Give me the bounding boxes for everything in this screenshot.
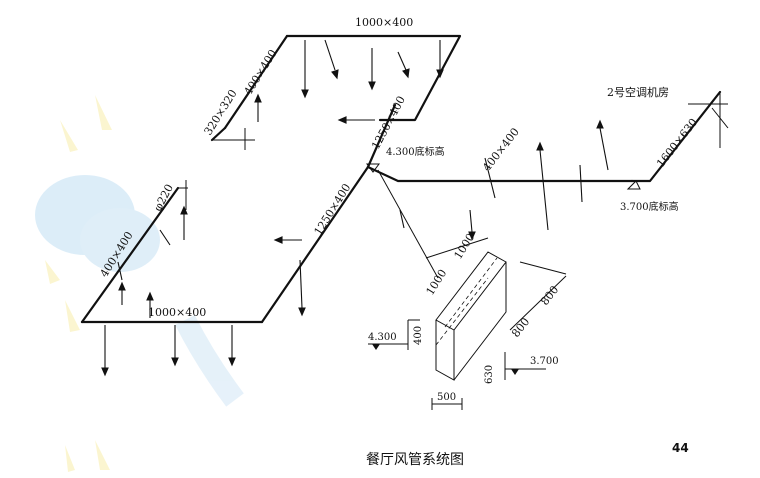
top-left-riser-duct [223, 34, 289, 130]
center-branch-duct [260, 165, 370, 324]
riser-right-size: 1600×630 [654, 116, 700, 170]
diagram-caption: 餐厅风管系统图 [366, 452, 464, 468]
duct-section-detail [366, 163, 641, 410]
detail-width: 500 [437, 392, 456, 403]
main-right-duct [366, 165, 634, 183]
riser-right-duct [630, 90, 722, 183]
top-branch-duct [366, 103, 397, 169]
detail-height-left: 400 [413, 326, 424, 345]
duct-network [80, 34, 729, 324]
detail-elevation-left: 4.300 [368, 332, 397, 343]
top-main-size: 1000×400 [355, 16, 413, 29]
top-left-riser-size: 400×400 [242, 47, 280, 97]
main-right-size: 400×400 [480, 125, 522, 173]
center-branch-size: 1250×400 [312, 181, 354, 237]
detail-length-a: 1000 [424, 267, 450, 298]
elevation-label-4300: 4.300底标高 [386, 145, 445, 158]
bottom-main-size: 1000×400 [148, 306, 206, 319]
elevation-label-3700: 3.700底标高 [620, 200, 679, 213]
air-outlet-arrows [101, 39, 609, 377]
detail-length-b: 1000 [452, 231, 478, 262]
machine-room-label: 2号空调机房 [607, 85, 669, 99]
detail-right-a: 800 [509, 315, 532, 340]
left-riser-duct [80, 186, 180, 324]
detail-right-b: 800 [538, 283, 561, 308]
top-left-small-duct [210, 126, 227, 142]
top-branch-size: 1250×400 [369, 94, 408, 152]
watermark-graphic [35, 95, 244, 472]
detail-elevation-right: 3.700 [530, 356, 559, 367]
detail-height-right: 630 [484, 365, 495, 384]
top-left-small-size: 320×320 [202, 87, 240, 137]
page-number: 44 [672, 441, 689, 455]
top-main-duct [285, 34, 462, 122]
